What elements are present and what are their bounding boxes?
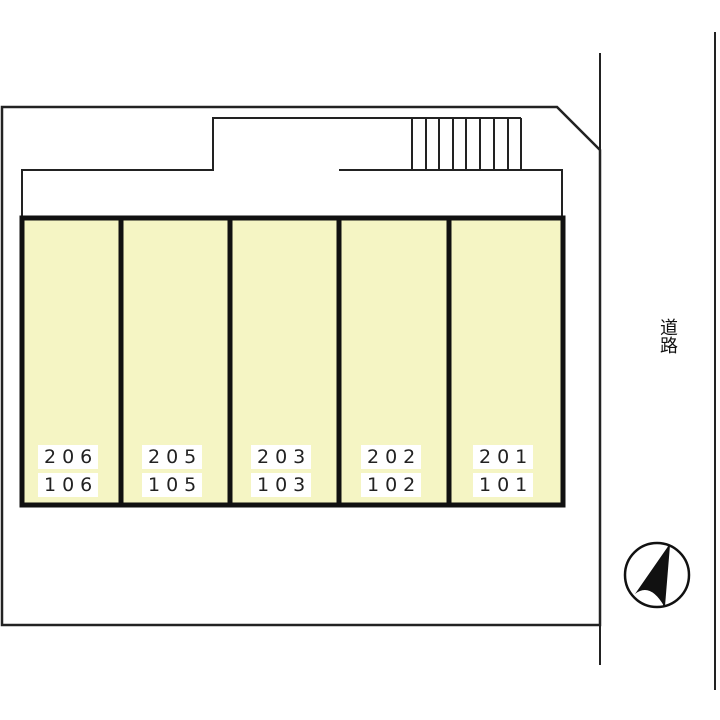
unit-label-103: 103 [251,473,312,497]
unit-label-205: 205 [142,445,203,469]
unit-label-106: 106 [38,473,99,497]
stairs [411,118,522,170]
unit-label-202: 202 [361,445,422,469]
unit-label-206: 206 [38,445,99,469]
corridor-outline-right [339,169,563,217]
north-arrow-icon [623,541,691,609]
road-label: 道路 [657,318,678,354]
unit-label-101: 101 [473,473,534,497]
unit-label-105: 105 [142,473,203,497]
corridor-outline [21,117,521,217]
unit-label-201: 201 [473,445,534,469]
unit-label-102: 102 [361,473,422,497]
unit-label-203: 203 [251,445,312,469]
